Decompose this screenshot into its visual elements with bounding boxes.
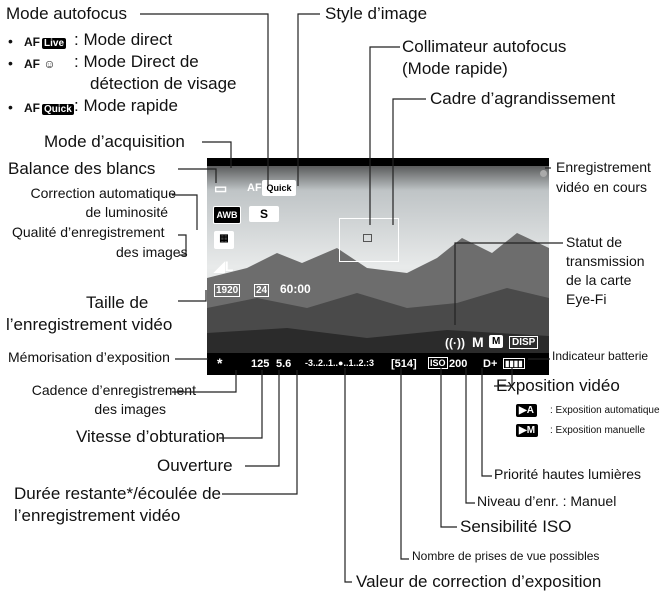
label-style: Style d’image (325, 4, 428, 23)
label-duree-1: Durée restante*/écoulée de (14, 484, 221, 503)
movie-time-text: 60:00 (280, 282, 311, 296)
label-statut-1: Statut de (566, 234, 623, 250)
label-memo: Mémorisation d’exposition (8, 349, 170, 365)
label-cadence-2: des images (94, 401, 166, 417)
label-cadre: Cadre d’agrandissement (430, 89, 616, 108)
label-duree-2: l’enregistrement vidéo (14, 506, 181, 525)
label-mode-af: Mode autofocus (6, 4, 127, 23)
label-taille-1: Taille de (86, 293, 149, 312)
bullet-2: • (8, 55, 13, 71)
movie-size-icon: 1920 (214, 284, 241, 297)
bullet-3: • (8, 99, 13, 115)
label-qualite-1: Qualité d’enregistrement (12, 224, 165, 240)
label-ouverture: Ouverture (157, 456, 233, 475)
movie-exposure-icon: M (489, 335, 504, 348)
image-quality-icon: ◢L (214, 258, 234, 274)
white-balance-icon: AWB (213, 206, 241, 224)
label-enreg-2: vidéo en cours (556, 179, 648, 195)
highlight-priority-icon: D+ (483, 358, 498, 370)
af-mode-icon: AF (247, 182, 262, 194)
recording-dot (540, 170, 547, 177)
label-prises: Nombre de prises de vue possibles (412, 549, 600, 563)
label-statut-3: de la carte (566, 272, 632, 288)
shutter-speed-text: 125 (251, 358, 270, 370)
bullet-1: • (8, 33, 13, 49)
label-enreg-1: Enregistrement (556, 159, 651, 175)
mic-icon: M (472, 334, 484, 350)
label-collimateur-1: Collimateur autofocus (402, 37, 567, 56)
magnification-frame (339, 218, 399, 262)
disp-icon: DISP (509, 336, 539, 349)
label-expo-manu: : Exposition manuelle (550, 425, 646, 436)
iso-icon: ISO (428, 357, 448, 369)
auto-lighting-optimizer-icon: ▦ (214, 231, 234, 249)
label-af-live: : Mode direct (74, 30, 173, 49)
label-priorite: Priorité hautes lumières (494, 466, 642, 482)
iso-value-text: 200 (449, 358, 468, 370)
label-collimateur-2: (Mode rapide) (402, 59, 508, 78)
frame-rate-icon: 24 (254, 284, 270, 297)
label-correction-2: de luminosité (85, 204, 169, 220)
label-iso: Sensibilité ISO (460, 517, 572, 536)
picture-style-icon: S (249, 206, 279, 222)
ae-lock-icon: * (217, 355, 223, 371)
label-vitesse: Vitesse d’obturation (76, 427, 226, 446)
exposure-scale: -3..2..1..●..1..2.:3 (305, 358, 374, 368)
drive-mode-icon: ▭ (214, 180, 228, 196)
label-valeur: Valeur de correction d’exposition (356, 572, 602, 591)
battery-icon: ▮▮▮▮ (503, 358, 525, 369)
label-batterie: Indicateur batterie (552, 349, 649, 363)
label-correction-1: Correction automatique (30, 185, 176, 201)
label-qualite-2: des images (116, 244, 188, 260)
eyefi-icon: ((·)) (445, 336, 465, 350)
aperture-text: 5.6 (276, 358, 292, 370)
af-quick-badge: Quick (262, 180, 296, 196)
label-af-face-1: : Mode Direct de (74, 52, 199, 71)
label-af-face-2: détection de visage (90, 74, 237, 93)
shots-remaining-text: [514] (391, 358, 417, 370)
label-statut-2: transmission (566, 253, 645, 269)
af-face-icon: AF ☺ (24, 57, 56, 71)
label-expo-auto: : Exposition automatique (550, 405, 660, 416)
label-niveau: Niveau d’enr. : Manuel (477, 493, 617, 509)
live-view-screen: ▭ AF Quick AWB S ▦ ◢L 1920 24 60:00 ((·)… (207, 158, 549, 375)
label-af-quick: : Mode rapide (74, 96, 178, 115)
label-taille-2: l’enregistrement vidéo (6, 315, 173, 334)
label-balance: Balance des blancs (8, 159, 156, 178)
af-point (363, 234, 372, 242)
movie-manual-exposure-icon: ▶M (516, 424, 539, 437)
label-cadence-1: Cadence d’enregistrement (31, 382, 196, 398)
label-acquisition: Mode d’acquisition (44, 132, 185, 151)
label-expo-video: Exposition vidéo (496, 376, 620, 395)
label-statut-4: Eye-Fi (566, 291, 607, 307)
movie-auto-exposure-icon: ▶A (516, 404, 537, 417)
